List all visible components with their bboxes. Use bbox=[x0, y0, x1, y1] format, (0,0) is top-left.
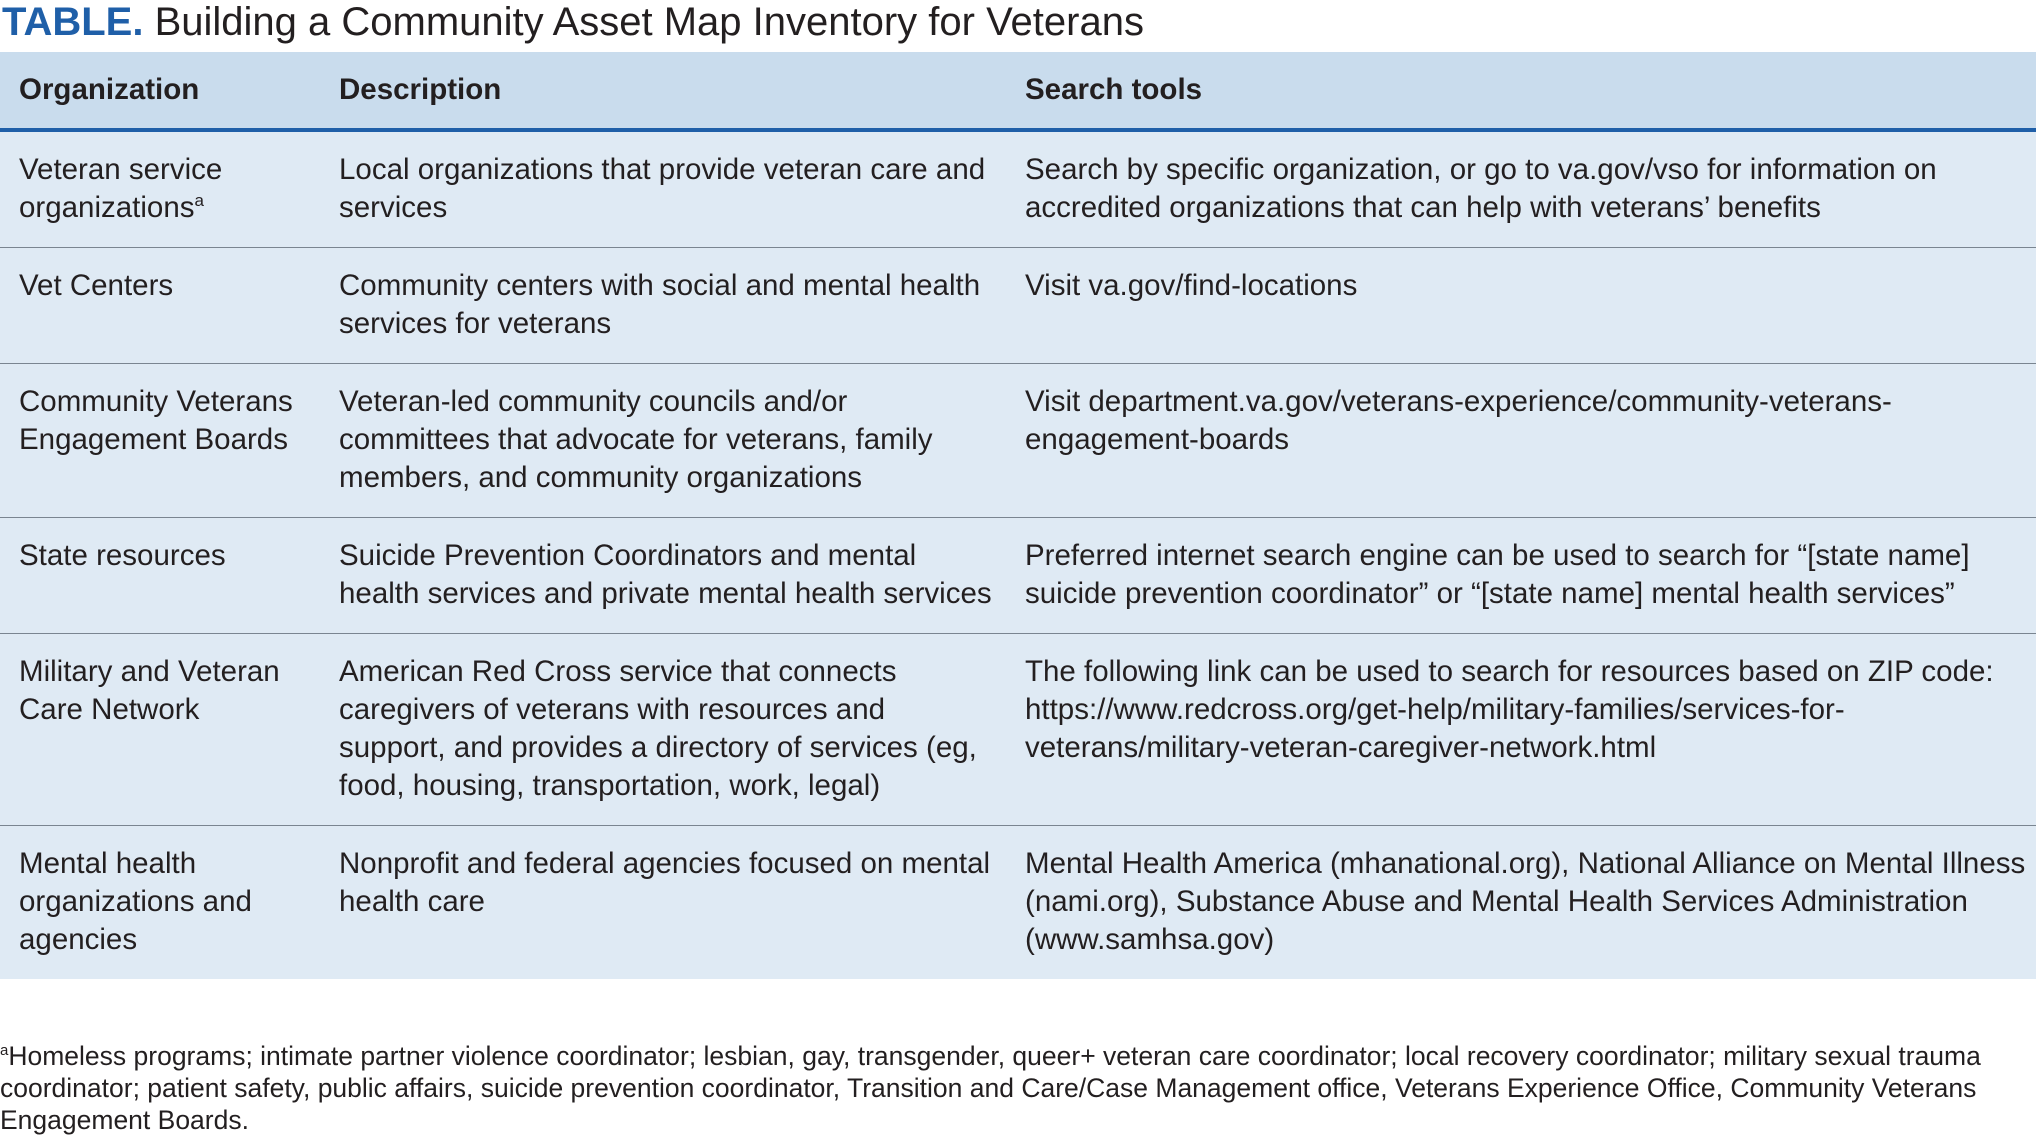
table-title: TABLE. Building a Community Asset Map In… bbox=[2, 0, 1144, 46]
description-cell: Community centers with social and mental… bbox=[339, 269, 981, 340]
table-row: Veteran service organizationsa Local org… bbox=[0, 132, 2036, 248]
organization-cell: State resources bbox=[19, 539, 226, 572]
search-tools-cell: Search by specific organization, or go t… bbox=[1025, 153, 1937, 224]
table-title-label: TABLE. bbox=[2, 0, 144, 44]
table-title-text: Building a Community Asset Map Inventory… bbox=[154, 0, 1144, 44]
asset-map-table: Organization Description Search tools Ve… bbox=[0, 52, 2036, 979]
organization-cell: Mental health organizations and agencies bbox=[19, 847, 252, 956]
search-tools-cell: Visit va.gov/find-locations bbox=[1025, 269, 1358, 302]
organization-cell: Vet Centers bbox=[19, 269, 174, 302]
search-tools-cell: Mental Health America (mhanational.org),… bbox=[1025, 847, 2026, 956]
organization-cell: Military and Veteran Care Network bbox=[19, 655, 280, 726]
footnote-marker: a bbox=[194, 191, 204, 210]
search-tools-cell: Visit department.va.gov/veterans-experie… bbox=[1025, 385, 1892, 456]
table-row: Military and Veteran Care Network Americ… bbox=[0, 634, 2036, 826]
description-cell: Suicide Prevention Coordinators and ment… bbox=[339, 539, 992, 610]
organization-name: Veteran service organizations bbox=[19, 153, 223, 224]
description-cell: American Red Cross service that connects… bbox=[339, 655, 977, 802]
description-cell: Veteran-led community councils and/or co… bbox=[339, 385, 933, 494]
description-cell: Nonprofit and federal agencies focused o… bbox=[339, 847, 991, 918]
footnote-text: Homeless programs; intimate partner viol… bbox=[0, 1041, 1981, 1135]
header-search-tools: Search tools bbox=[1025, 73, 1203, 106]
table-row: Community Veterans Engagement Boards Vet… bbox=[0, 364, 2036, 518]
footnote-marker: a bbox=[0, 1042, 9, 1059]
header-description: Description bbox=[339, 73, 502, 106]
search-tools-cell: The following link can be used to search… bbox=[1025, 655, 1994, 764]
table-row: State resources Suicide Prevention Coord… bbox=[0, 518, 2036, 634]
header-organization: Organization bbox=[19, 73, 200, 106]
organization-cell: Veteran service organizationsa bbox=[0, 132, 320, 247]
table-footnote: aHomeless programs; intimate partner vio… bbox=[0, 1040, 2036, 1136]
table-row: Vet Centers Community centers with socia… bbox=[0, 248, 2036, 364]
organization-cell: Community Veterans Engagement Boards bbox=[19, 385, 293, 456]
table-header-row: Organization Description Search tools bbox=[0, 52, 2036, 132]
search-tools-cell: Preferred internet search engine can be … bbox=[1025, 539, 1970, 610]
table-row: Mental health organizations and agencies… bbox=[0, 826, 2036, 979]
description-cell: Local organizations that provide veteran… bbox=[339, 153, 986, 224]
